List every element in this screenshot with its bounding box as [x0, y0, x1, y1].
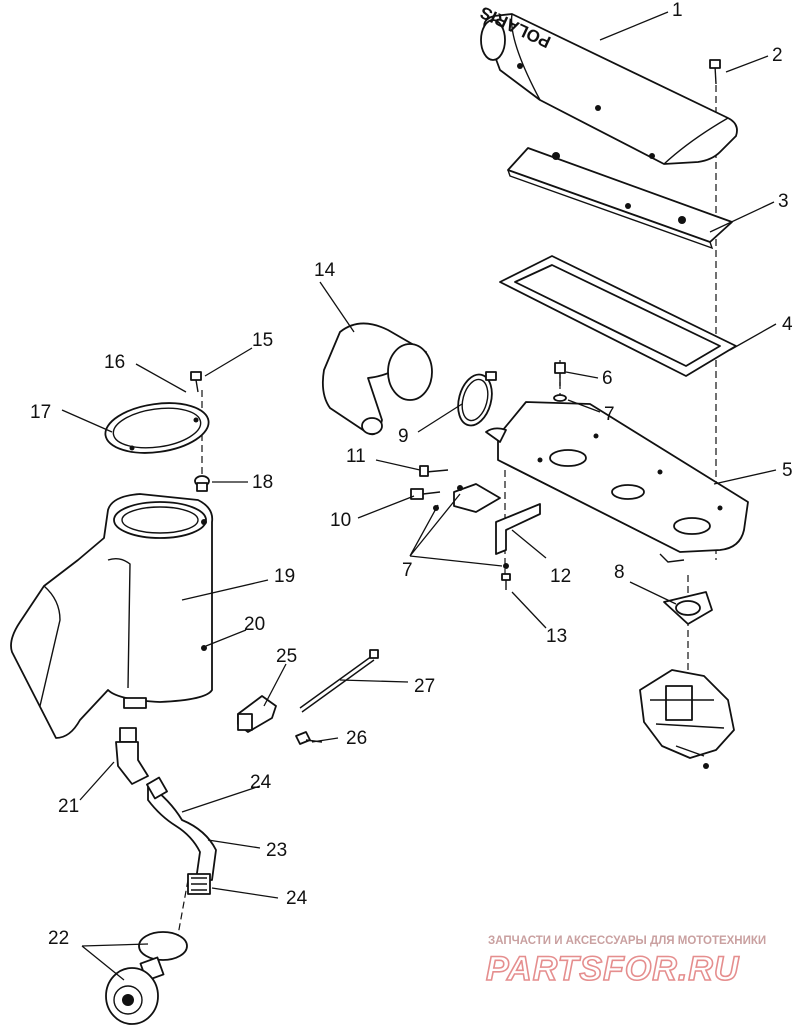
clip-screw: [295, 731, 323, 745]
watermark-tagline: ЗАПЧАСТИ И АКСЕССУАРЫ ДЛЯ МОТОТЕХНИКИ: [488, 935, 766, 947]
callout-22: 22: [48, 928, 69, 949]
callout-13: 13: [546, 626, 567, 647]
callout-numbers: 1 2 3 4 5 6 7 7 8 9 10 11 12 13 14 15 16…: [30, 0, 793, 949]
callout-16: 16: [104, 352, 125, 373]
drain-hose: [146, 776, 217, 895]
callout-23: 23: [266, 840, 287, 861]
callout-15: 15: [252, 330, 273, 351]
mount-clip: [237, 695, 277, 733]
watermark: ЗАПЧАСТИ И АКСЕССУАРЫ ДЛЯ МОТОТЕХНИКИ PA…: [485, 935, 766, 989]
cable-tie: [299, 649, 379, 713]
callout-9: 9: [398, 426, 409, 447]
callout-4: 4: [782, 314, 793, 335]
carb-gasket: [663, 591, 713, 625]
callout-17: 17: [30, 402, 51, 423]
watermark-brand: PARTSFOR.RU: [486, 950, 740, 988]
callout-27: 27: [414, 676, 435, 697]
callout-6: 6: [602, 368, 613, 389]
drain-plug: [105, 931, 188, 1025]
hose-clamp: [457, 371, 497, 427]
callout-8: 8: [614, 562, 625, 583]
callout-21: 21: [58, 796, 79, 817]
intake-silencer: [10, 493, 214, 739]
callout-14: 14: [314, 260, 336, 281]
callout-2: 2: [772, 45, 783, 66]
callout-3: 3: [778, 191, 789, 212]
callout-5: 5: [782, 460, 793, 481]
intake-elbow: [321, 322, 433, 436]
callout-24: 24: [286, 888, 308, 909]
callout-25: 25: [276, 646, 297, 667]
callout-18: 18: [252, 472, 273, 493]
airbox-cover: POLARIS: [477, 2, 738, 165]
silencer-cap: [104, 371, 210, 492]
callout-7: 7: [604, 404, 615, 425]
callout-24: 24: [250, 772, 272, 793]
callout-10: 10: [330, 510, 351, 531]
callout-1: 1: [672, 0, 683, 21]
carburetor: [639, 669, 735, 769]
airbox-gasket: [499, 255, 737, 377]
callout-19: 19: [274, 566, 295, 587]
bracket-hardware: [410, 465, 541, 590]
leader-lines: [61, 11, 777, 981]
callout-7: 7: [402, 560, 413, 581]
filter-plate: [507, 147, 733, 250]
callout-12: 12: [550, 566, 571, 587]
callout-11: 11: [346, 446, 366, 467]
callout-20: 20: [244, 614, 265, 635]
airbox-base: [485, 401, 749, 563]
bolt-and-washer: [553, 362, 567, 402]
callout-26: 26: [346, 728, 367, 749]
elbow-fitting: [115, 727, 149, 785]
cover-screw: [709, 59, 721, 85]
